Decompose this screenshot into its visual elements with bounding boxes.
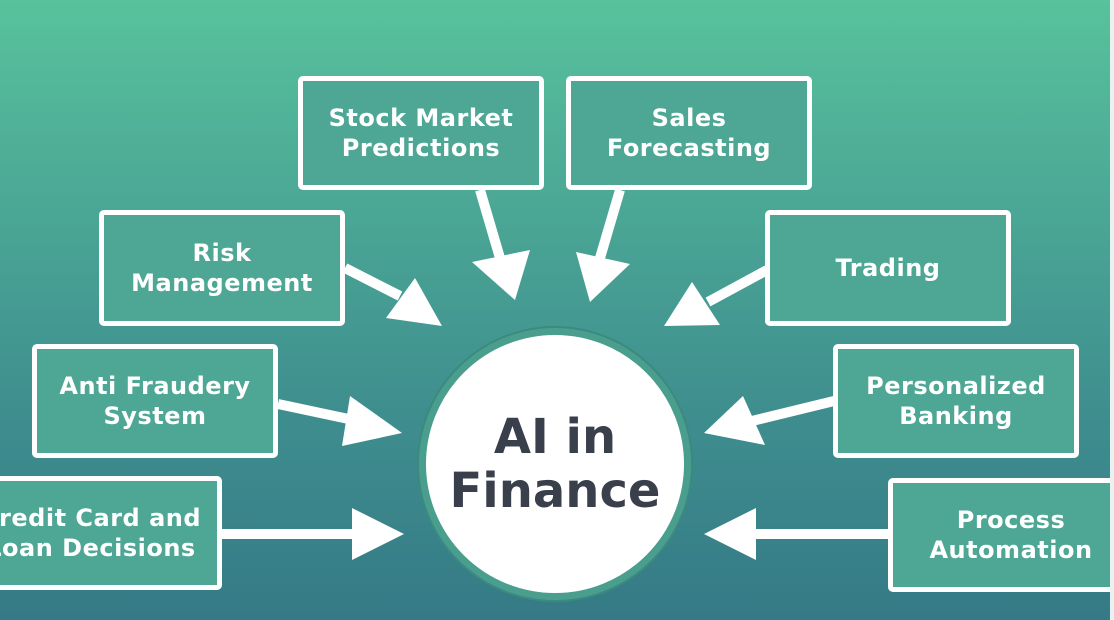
node-risk-line2: Management	[131, 269, 313, 297]
node-credit-line2: Loan Decisions	[0, 534, 196, 562]
node-fraud-line2: System	[103, 402, 207, 430]
node-banking-line1: Personalized	[866, 372, 1046, 400]
node-anti-fraudery-system: Anti Fraudery System	[32, 344, 278, 458]
node-stock-line1: Stock Market	[328, 104, 514, 132]
node-trading-line1: Trading	[835, 254, 941, 282]
node-risk-line1: Risk	[192, 239, 252, 267]
node-fraud-line1: Anti Fraudery	[59, 372, 251, 400]
node-stock-market-predictions: Stock Market Predictions	[298, 76, 544, 190]
node-sales-line2: Forecasting	[606, 134, 772, 162]
arrow-process	[704, 508, 890, 560]
node-process-line1: Process	[956, 506, 1066, 534]
center-title-line2: Finance	[449, 463, 661, 519]
node-credit-line1: Credit Card and	[0, 504, 202, 532]
node-personalized-banking: Personalized Banking	[833, 344, 1079, 458]
arrow-trading	[664, 265, 770, 326]
node-stock-line2: Predictions	[341, 134, 501, 162]
node-process-automation: Process Automation	[888, 478, 1114, 592]
node-sales-forecasting: Sales Forecasting	[566, 76, 812, 190]
node-banking-line2: Banking	[899, 402, 1013, 430]
node-credit-card-loan-decisions: Credit Card and Loan Decisions	[0, 476, 222, 590]
node-process-line2: Automation	[929, 536, 1093, 564]
arrow-fraud	[276, 396, 402, 446]
arrow-risk	[342, 263, 442, 326]
right-edge-strip	[1110, 0, 1114, 620]
arrow-sales	[576, 188, 630, 302]
center-hub-circle: AI in Finance	[419, 328, 691, 600]
node-trading: Trading	[765, 210, 1011, 326]
node-sales-line1: Sales	[651, 104, 727, 132]
arrow-banking	[704, 396, 836, 445]
node-risk-management: Risk Management	[99, 210, 345, 326]
arrow-credit	[220, 508, 404, 560]
arrow-stock	[472, 188, 530, 300]
center-title-line1: AI in	[493, 409, 617, 465]
